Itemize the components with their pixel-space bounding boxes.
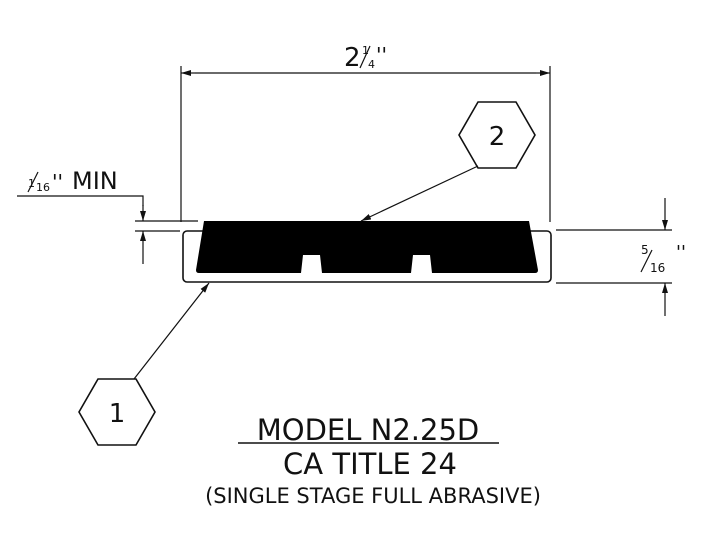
callout-1: 1 bbox=[78, 282, 210, 446]
fraction-slash bbox=[359, 45, 371, 69]
width-whole: 2 bbox=[344, 43, 361, 73]
width-dimension: 2 1 4 '' bbox=[180, 43, 551, 222]
leader-arrow bbox=[133, 282, 210, 380]
leader-line bbox=[17, 195, 144, 206]
min-unit: '' bbox=[52, 170, 63, 194]
min-frac-den: 16 bbox=[36, 181, 50, 194]
height-frac-den: 16 bbox=[650, 261, 665, 275]
description: (SINGLE STAGE FULL ABRASIVE) bbox=[205, 484, 541, 508]
height-dimension: 5 16 '' bbox=[556, 198, 686, 316]
leader-arrow bbox=[360, 165, 479, 222]
callout-2: 2 bbox=[360, 101, 536, 222]
width-frac-den: 4 bbox=[368, 58, 375, 71]
callout-label: 2 bbox=[489, 122, 506, 152]
fraction-slash bbox=[640, 249, 653, 273]
callout-label: 1 bbox=[109, 399, 126, 429]
height-frac-num: 5 bbox=[641, 243, 649, 257]
hexagon-icon bbox=[78, 378, 156, 446]
width-frac-num: 1 bbox=[362, 44, 369, 57]
hexagon-icon bbox=[458, 101, 536, 169]
standard-title: CA TITLE 24 bbox=[283, 447, 457, 481]
min-height-dimension: 1 16 '' MIN bbox=[17, 167, 198, 264]
model-title: MODEL N2.25D bbox=[257, 413, 479, 447]
min-label: MIN bbox=[72, 167, 118, 195]
width-unit: '' bbox=[376, 43, 387, 67]
height-unit: '' bbox=[676, 242, 686, 263]
title-block: MODEL N2.25D CA TITLE 24 (SINGLE STAGE F… bbox=[205, 413, 541, 508]
abrasive-insert bbox=[196, 221, 538, 273]
min-frac-num: 1 bbox=[28, 177, 35, 190]
fraction-slash bbox=[27, 171, 39, 193]
